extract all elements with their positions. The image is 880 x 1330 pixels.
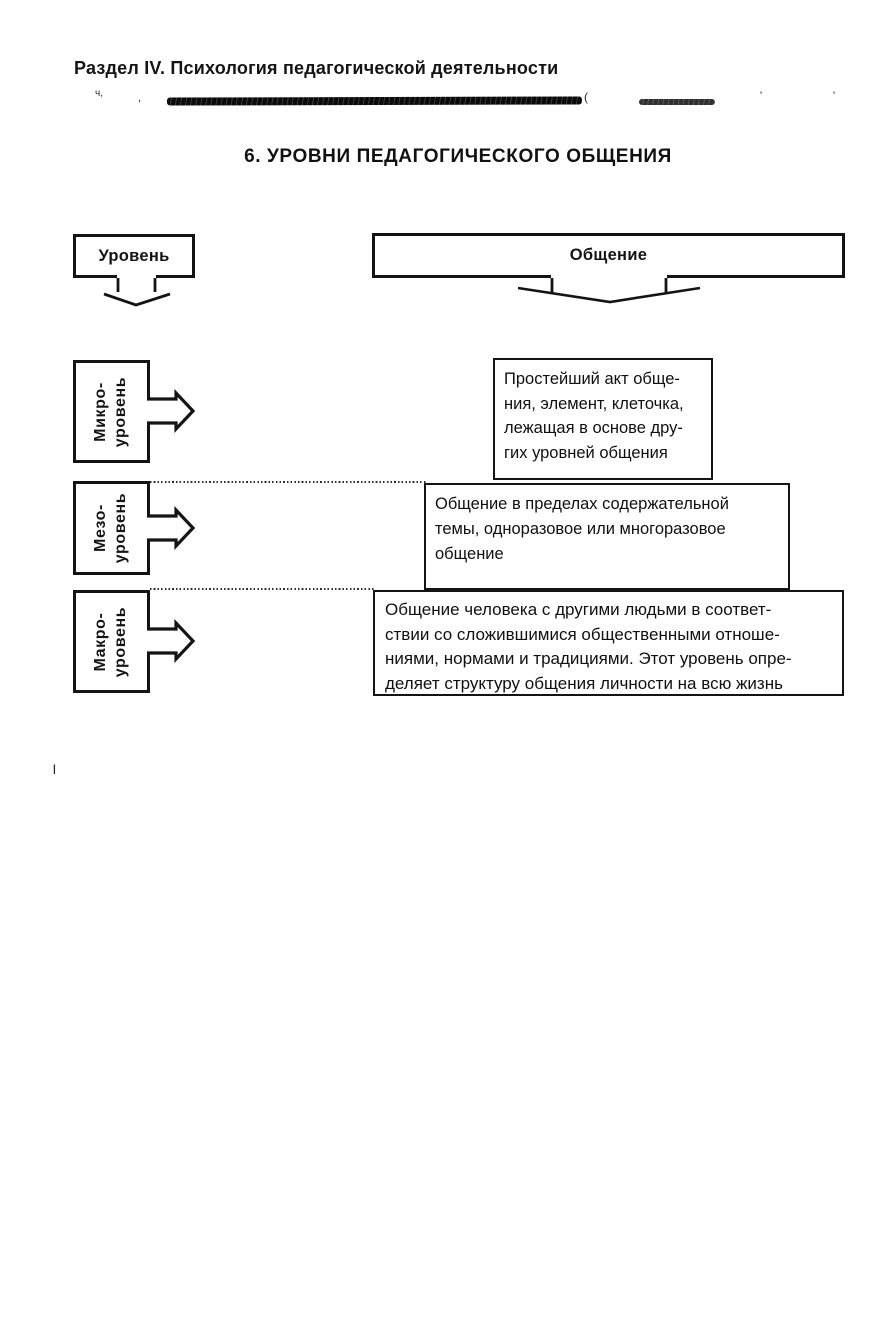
level-label-micro: Микро- уровень — [92, 376, 130, 447]
right-arrow-icon — [147, 506, 196, 550]
page-title: 6. УРОВНИ ПЕДАГОГИЧЕСКОГО ОБЩЕНИЯ — [244, 146, 672, 167]
level-box-micro: Микро- уровень — [73, 360, 150, 463]
column-header-communication-label: Общение — [569, 246, 648, 264]
scan-artifact: ( — [584, 90, 588, 104]
description-box-micro: Простейший акт обще- ния, элемент, клето… — [493, 358, 713, 480]
level-label-meso: Мезо- уровень — [92, 492, 130, 564]
description-box-macro: Общение человека с другими людьми в соот… — [373, 590, 844, 696]
decorative-rule — [166, 96, 583, 106]
right-arrow-icon — [147, 619, 196, 663]
column-header-level-label: Уровень — [98, 246, 170, 265]
scan-artifact: ч, — [95, 88, 103, 99]
scan-artifact: | — [53, 764, 56, 775]
border-gap — [551, 272, 667, 279]
dotted-connector — [150, 481, 426, 483]
level-box-macro: Макро- уровень — [73, 590, 150, 693]
decorative-rule-fragment — [639, 99, 715, 105]
right-arrow-icon — [147, 389, 196, 433]
column-header-level: Уровень — [73, 234, 195, 278]
level-box-meso: Мезо- уровень — [73, 481, 150, 575]
scan-artifact: ' — [760, 90, 763, 102]
wide-down-arrow-icon — [517, 272, 701, 304]
description-box-meso: Общение в пределах содержательной темы, … — [424, 483, 790, 590]
scan-artifact: , — [138, 92, 142, 104]
border-gap — [117, 272, 156, 279]
dotted-connector — [150, 588, 374, 590]
down-arrow-icon — [103, 272, 171, 307]
section-header: Раздел IV. Психология педагогической дея… — [74, 58, 559, 78]
level-label-macro: Макро- уровень — [92, 606, 130, 677]
scan-artifact: ' — [833, 90, 836, 102]
